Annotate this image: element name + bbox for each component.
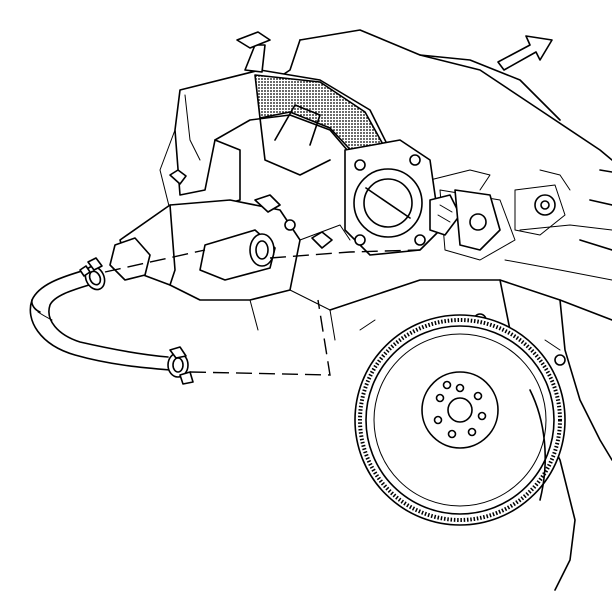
intake-manifold — [159, 31, 391, 211]
hose-clamp-heater-end — [167, 346, 194, 385]
coolant-outlet-housing — [109, 194, 351, 341]
assembly-leader-lines — [104, 249, 421, 376]
hose-clamp-engine-end — [79, 257, 106, 291]
heater-outlet-hose — [29, 269, 171, 371]
throttle-body — [344, 139, 501, 256]
flywheel — [354, 314, 566, 526]
front-of-vehicle-arrow — [497, 35, 553, 71]
